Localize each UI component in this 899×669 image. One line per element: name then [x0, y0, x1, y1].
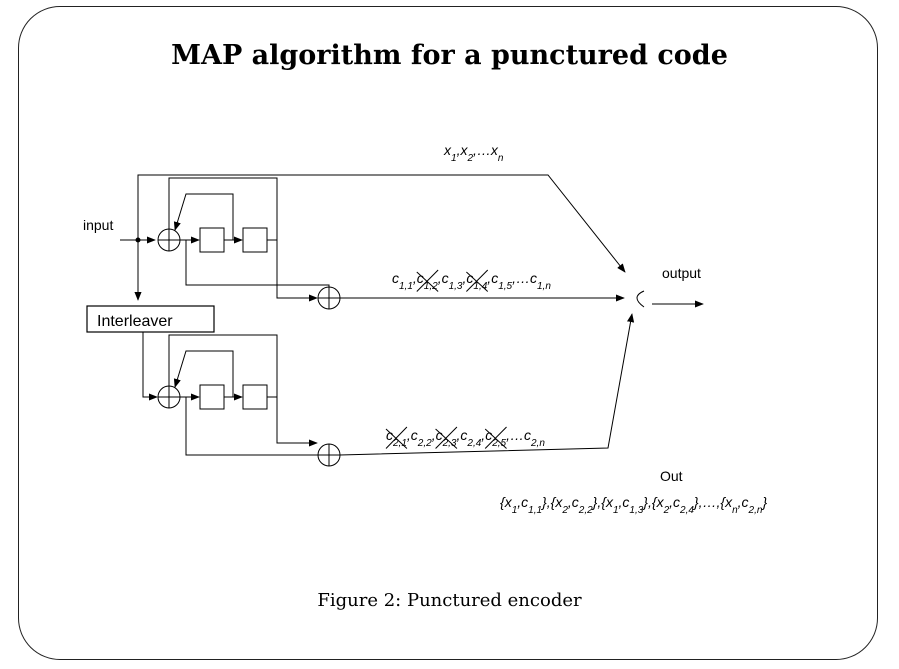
systematic-sequence: x1,x2,…xn: [443, 142, 504, 164]
out-group-term-2-1: c: [622, 494, 629, 510]
input-label: input: [83, 217, 113, 233]
out-group-term-1-1: c: [572, 494, 579, 510]
puncture-cross-mark: [484, 426, 507, 449]
parity1-term-0: c: [392, 270, 399, 286]
parity2-term-2-subscript: 2,3: [442, 438, 457, 449]
out-group-term-5-0-subscript: n: [732, 505, 738, 516]
parity2-output-line: [339, 313, 635, 456]
out-group-term-3-1-subscript: 2,4: [679, 505, 694, 516]
systematic-term-1-subscript: 2: [466, 153, 473, 164]
out-sequence: {x1,c1,1},{x2,c2,2},{x1,c1,3},{x2,c2,4},…: [500, 494, 767, 516]
out-group-term-3-0-subscript: 2: [663, 505, 670, 516]
out-label: Out: [660, 468, 683, 484]
encoder1-register-2: [242, 227, 268, 253]
encoder1-register-1: [199, 227, 225, 253]
parity2-term-3-subscript: 2,4: [466, 438, 481, 449]
interleaver-label: Interleaver: [97, 313, 173, 330]
systematic-path: [137, 174, 626, 273]
puncture-cross-mark: [484, 428, 507, 449]
puncture-cross-mark: [385, 426, 408, 449]
parity2-term-3: c: [460, 427, 467, 443]
systematic-term-3-subscript: n: [498, 153, 504, 164]
parity1-term-3-subscript: 1,4: [473, 281, 487, 292]
puncture-cross-mark: [466, 269, 489, 292]
out-group-term-4: …: [703, 494, 717, 510]
parity1-term-6-subscript: 1,n: [537, 281, 551, 292]
out-group-term-5-0: x: [724, 494, 733, 510]
puncture-cross-mark: [435, 428, 458, 449]
encoder1-feedback-inner: [173, 193, 234, 240]
parity1-term-4-subscript: 1,5: [498, 281, 512, 292]
parity2-term-2: c: [436, 427, 443, 443]
puncture-cross-mark: [385, 428, 408, 449]
parity1-sequence: c1,1,c1,2,c1,3,c1,4,c1,5,…c1,n: [392, 270, 551, 292]
systematic-term-0: x: [443, 142, 452, 158]
parity2-term-0: c: [386, 427, 393, 443]
interleaver-box: [86, 305, 215, 333]
parity1-term-0-subscript: 1,1: [399, 281, 413, 292]
encoder1-feedback-outer: [168, 177, 278, 240]
output-label: output: [662, 265, 701, 281]
encoder1-forward-path: [185, 240, 330, 287]
encoder2-register-2: [242, 384, 268, 410]
out-group-term-3-1: c: [673, 494, 680, 510]
systematic-term-3: x: [490, 142, 499, 158]
puncture-cross-mark: [416, 271, 439, 292]
out-group-term-0-0-subscript: 1: [512, 505, 518, 516]
out-group-term-0-1-subscript: 1,1: [528, 505, 542, 516]
parity1-term-3: c: [466, 270, 473, 286]
out-group-term-2-0-subscript: 1: [613, 505, 619, 516]
out-group-term-0-0: x: [504, 494, 513, 510]
parity1-term-4: c: [491, 270, 498, 286]
figure-caption: Figure 2: Punctured encoder: [317, 590, 582, 611]
encoder2-feedback-inner: [173, 350, 234, 397]
puncture-cross-mark: [416, 269, 439, 292]
parity1-term-6: c: [530, 270, 537, 286]
out-group-term-0-1: c: [521, 494, 528, 510]
puncture-cross-mark: [466, 271, 489, 292]
parity2-term-1-subscript: 2,2: [417, 438, 432, 449]
out-group-term-2-0: x: [605, 494, 614, 510]
puncture-switch-arc: [636, 290, 645, 308]
encoder2-parity-path: [276, 397, 318, 447]
parity2-term-6: c: [524, 427, 531, 443]
out-group-term-2-1-subscript: 1,3: [629, 505, 643, 516]
parity2-sequence: c2,1,c2,2,c2,3,c2,4,c2,5,…c2,n: [386, 427, 545, 449]
puncture-cross-mark: [435, 426, 458, 449]
out-group-term-5-1: c: [742, 494, 749, 510]
encoder2-forward-path: [185, 397, 318, 456]
systematic-term-2: …: [477, 142, 491, 158]
encoder2-register-1: [199, 384, 225, 410]
slide-frame: [18, 6, 878, 660]
out-group-term-1-0: x: [554, 494, 563, 510]
parity2-term-5: …: [510, 427, 524, 443]
out-group-term-5-1-subscript: 2,n: [748, 505, 763, 516]
interleaver-to-encoder2-line: [142, 332, 158, 401]
parity2-term-4: c: [485, 427, 492, 443]
parity1-term-5: …: [516, 270, 530, 286]
slide-title: MAP algorithm for a punctured code: [171, 40, 728, 71]
parity1-term-2-subscript: 1,3: [449, 281, 463, 292]
out-group-term-1-0-subscript: 2: [561, 505, 568, 516]
parity2-term-1: c: [411, 427, 418, 443]
out-group-term-1-1-subscript: 2,2: [578, 505, 593, 516]
systematic-term-1: x: [459, 142, 468, 158]
out-group-term-3-0: x: [656, 494, 665, 510]
parity1-term-1-subscript: 1,2: [424, 281, 438, 292]
systematic-term-0-subscript: 1: [451, 153, 457, 164]
parity1-term-2: c: [442, 270, 449, 286]
parity1-term-1: c: [417, 270, 424, 286]
encoder1-parity-path: [276, 240, 318, 302]
encoder2-feedback-outer: [168, 334, 278, 397]
parity2-term-0-subscript: 2,1: [392, 438, 407, 449]
parity2-term-6-subscript: 2,n: [530, 438, 545, 449]
parity2-term-4-subscript: 2,5: [491, 438, 506, 449]
